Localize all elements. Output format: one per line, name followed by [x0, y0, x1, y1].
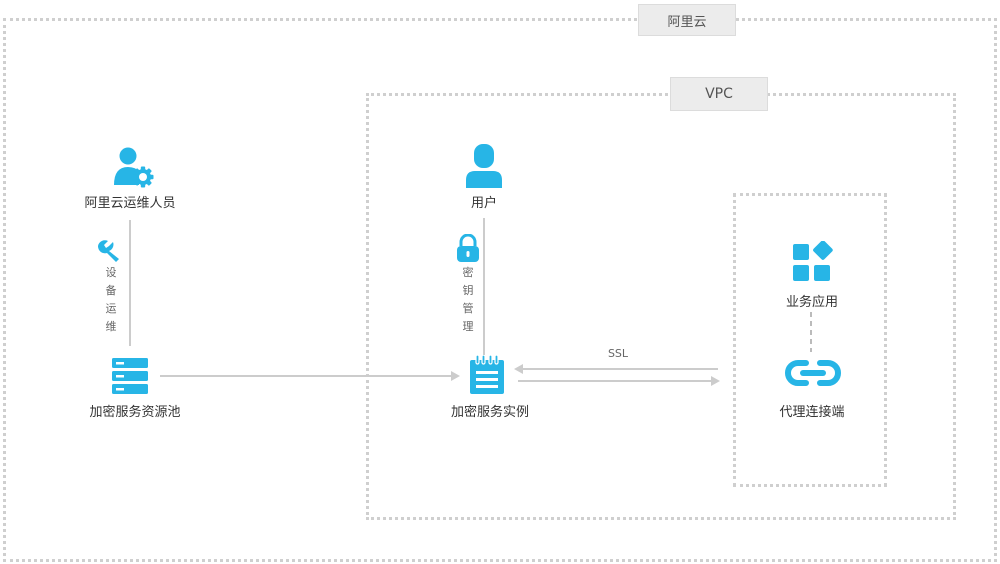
vpc-region [366, 93, 956, 520]
user-label: 用户 [470, 196, 497, 211]
key-mgmt-label: 密钥管理 [462, 266, 474, 333]
ssl-label: SSL [607, 347, 629, 360]
ssl-return-arrow [514, 364, 523, 374]
vpc-region-label: VPC [705, 86, 733, 102]
proxy-label: 代理连接端 [779, 405, 845, 420]
lock-icon [457, 234, 479, 262]
device-ops-label: 设备运维 [105, 266, 117, 333]
aliyun-region-tag: 阿里云 [638, 4, 736, 36]
notepad-icon [470, 355, 504, 394]
aliyun-region [3, 18, 997, 562]
ops-staff-label: 阿里云运维人员 [84, 196, 176, 211]
link-icon [785, 360, 841, 386]
business-app-label: 业务应用 [785, 295, 838, 310]
instance-label: 加密服务实例 [450, 405, 529, 420]
apps-grid-icon [793, 241, 833, 281]
aliyun-region-label: 阿里云 [667, 14, 707, 30]
wrench-icon [97, 240, 119, 262]
ssl-forward-arrow [711, 376, 720, 386]
server-icon [112, 358, 148, 394]
pool-to-instance-arrow [451, 371, 460, 381]
user-icon [466, 144, 502, 188]
user-gear-icon [114, 147, 154, 188]
vpc-region-tag: VPC [670, 77, 768, 111]
client-group-box [733, 193, 887, 487]
pool-label: 加密服务资源池 [89, 405, 181, 420]
